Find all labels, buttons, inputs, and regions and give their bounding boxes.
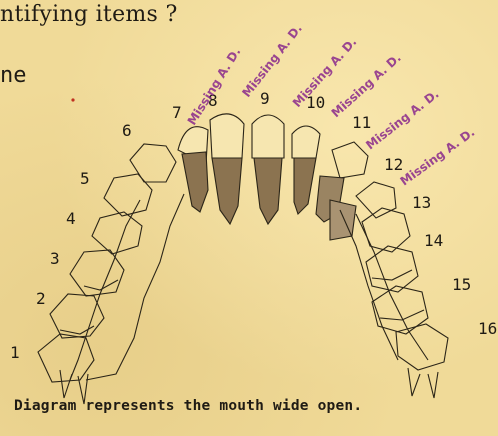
stamp-missing-11: Missing A. D. <box>363 87 441 153</box>
ink-dot <box>71 98 74 101</box>
tooth-10 <box>292 126 320 214</box>
stamp-missing-7: Missing A. D. <box>185 45 244 127</box>
tooth-number-11: 11 <box>352 113 371 132</box>
tooth-2 <box>50 294 104 338</box>
tooth-number-3: 3 <box>50 249 60 268</box>
tooth-8 <box>210 114 244 224</box>
stamp-missing-8: Missing A. D. <box>239 21 305 99</box>
left-arch-inner <box>70 200 140 380</box>
tooth-number-2: 2 <box>36 289 46 308</box>
tooth-1 <box>38 334 94 404</box>
left-arch-edge <box>86 194 184 380</box>
tooth-13 <box>362 208 410 252</box>
tooth-number-6: 6 <box>122 121 132 140</box>
tooth-5 <box>104 174 152 216</box>
tooth-4 <box>92 212 142 254</box>
tooth-number-9: 9 <box>260 89 270 108</box>
tooth-number-12: 12 <box>384 155 403 174</box>
diagram-caption: Diagram represents the mouth wide open. <box>14 398 362 414</box>
tooth-number-4: 4 <box>66 209 76 228</box>
tooth-9 <box>252 115 284 224</box>
tooth-number-7: 7 <box>172 103 182 122</box>
right-arch-edge <box>356 214 428 360</box>
tooth-15 <box>372 286 428 334</box>
tooth-6 <box>130 144 176 182</box>
tooth-number-1: 1 <box>10 343 20 362</box>
stamp-missing-12: Missing A. D. <box>398 125 478 188</box>
tooth-number-13: 13 <box>412 193 431 212</box>
tooth-3 <box>70 250 124 296</box>
tooth-number-14: 14 <box>424 231 443 250</box>
tooth-number-5: 5 <box>80 169 90 188</box>
tooth-7 <box>178 127 208 212</box>
tooth-number-16: 16 <box>478 319 497 338</box>
tooth-number-15: 15 <box>452 275 471 294</box>
tooth-16 <box>396 324 448 398</box>
